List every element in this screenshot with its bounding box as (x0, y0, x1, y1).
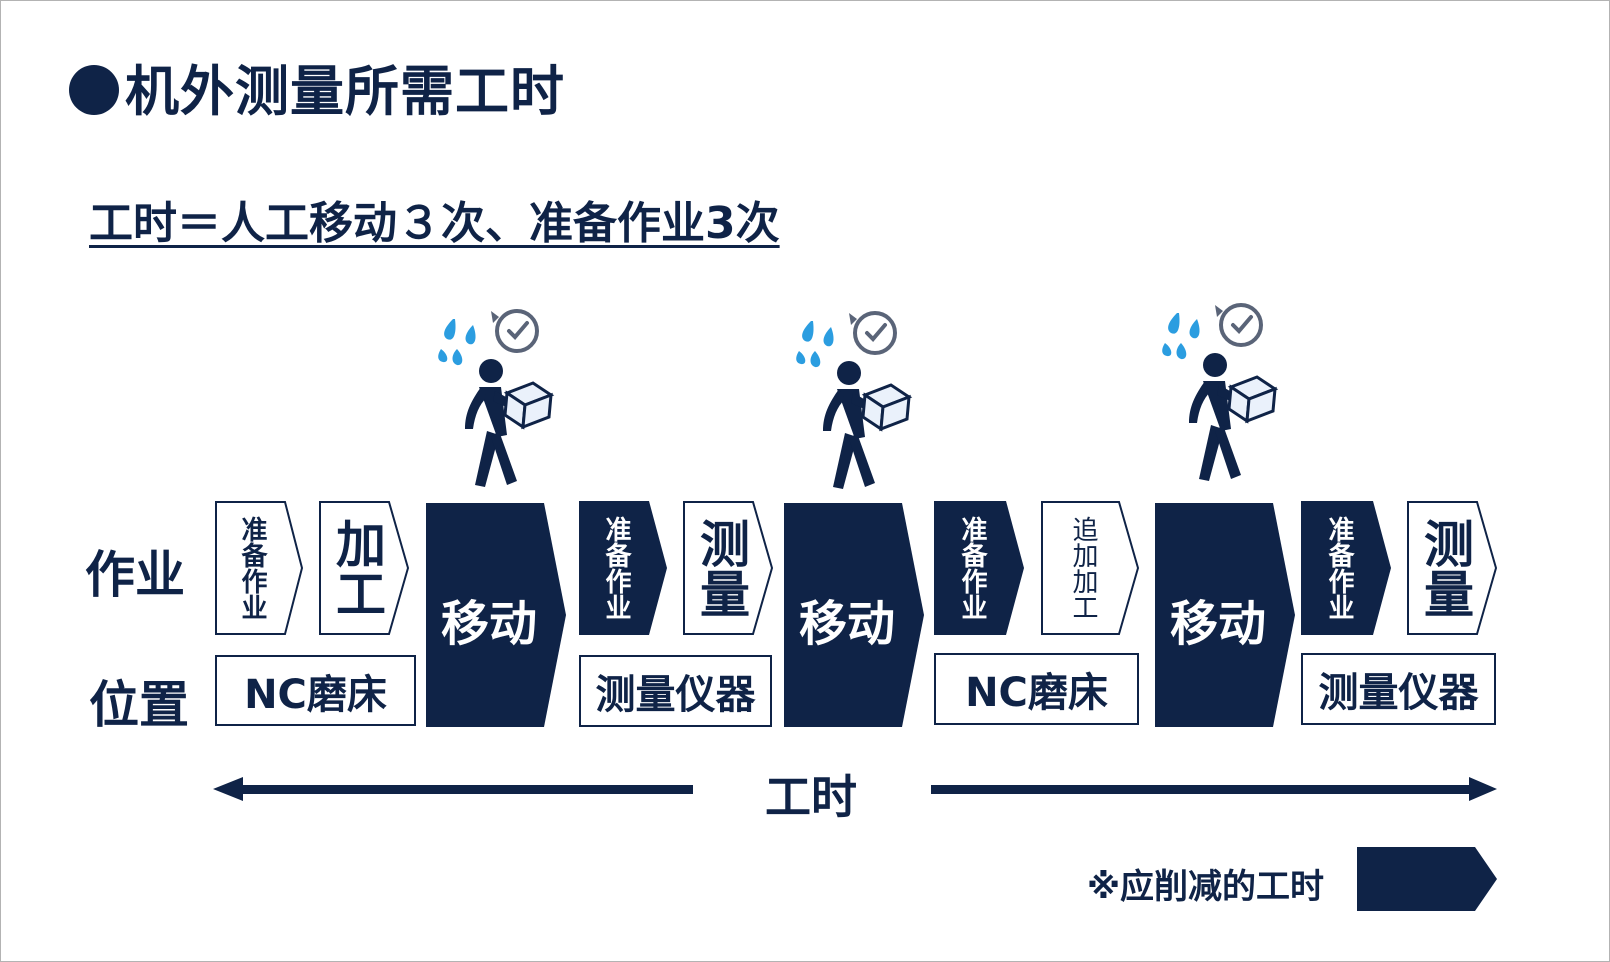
step-move-1: 移动 (426, 503, 566, 727)
sweat-drops-icon (438, 319, 476, 366)
legend-text: ※应削减的工时 (1087, 867, 1325, 907)
person-carrying-box-icon (793, 307, 913, 493)
sweat-drops-icon (796, 321, 834, 368)
timeline-arrow (213, 777, 1497, 801)
bullet-dot-icon (69, 65, 119, 115)
clock-icon (491, 309, 539, 353)
step-prep-1: 准备作业 (215, 501, 304, 635)
clock-icon (1215, 303, 1263, 347)
step-move-2: 移动 (784, 503, 924, 727)
subtitle: 工时＝人工移动３次、准备作业3次 (89, 198, 780, 249)
location-box-1: NC磨床 (215, 655, 416, 726)
page-title: 机外测量所需工时 (69, 47, 565, 126)
step-process: 加工 (319, 501, 410, 635)
timeline-label: 工时 (765, 770, 857, 824)
step-additional-process: 追加加工 (1041, 501, 1140, 635)
person-carrying-box-icon (435, 305, 555, 491)
timeline-arrow-left (213, 777, 693, 801)
sweat-drops-icon (1162, 313, 1200, 360)
timeline-arrow-right (931, 777, 1497, 801)
legend-swatch (1357, 847, 1497, 911)
location-box-2: 测量仪器 (579, 655, 772, 727)
row-label-work: 作业 (85, 546, 185, 604)
step-prep-2: 准备作业 (579, 501, 667, 635)
location-box-4: 测量仪器 (1301, 653, 1496, 725)
location-box-3: NC磨床 (934, 653, 1139, 725)
row-label-location: 位置 (89, 676, 189, 734)
clock-icon (849, 311, 897, 355)
step-move-3: 移动 (1155, 503, 1295, 727)
step-measure-1: 测量 (683, 501, 774, 635)
step-prep-4: 准备作业 (1301, 501, 1391, 635)
person-carrying-box-icon (1159, 299, 1279, 485)
step-measure-2: 测量 (1407, 501, 1498, 635)
step-prep-3: 准备作业 (934, 501, 1024, 635)
